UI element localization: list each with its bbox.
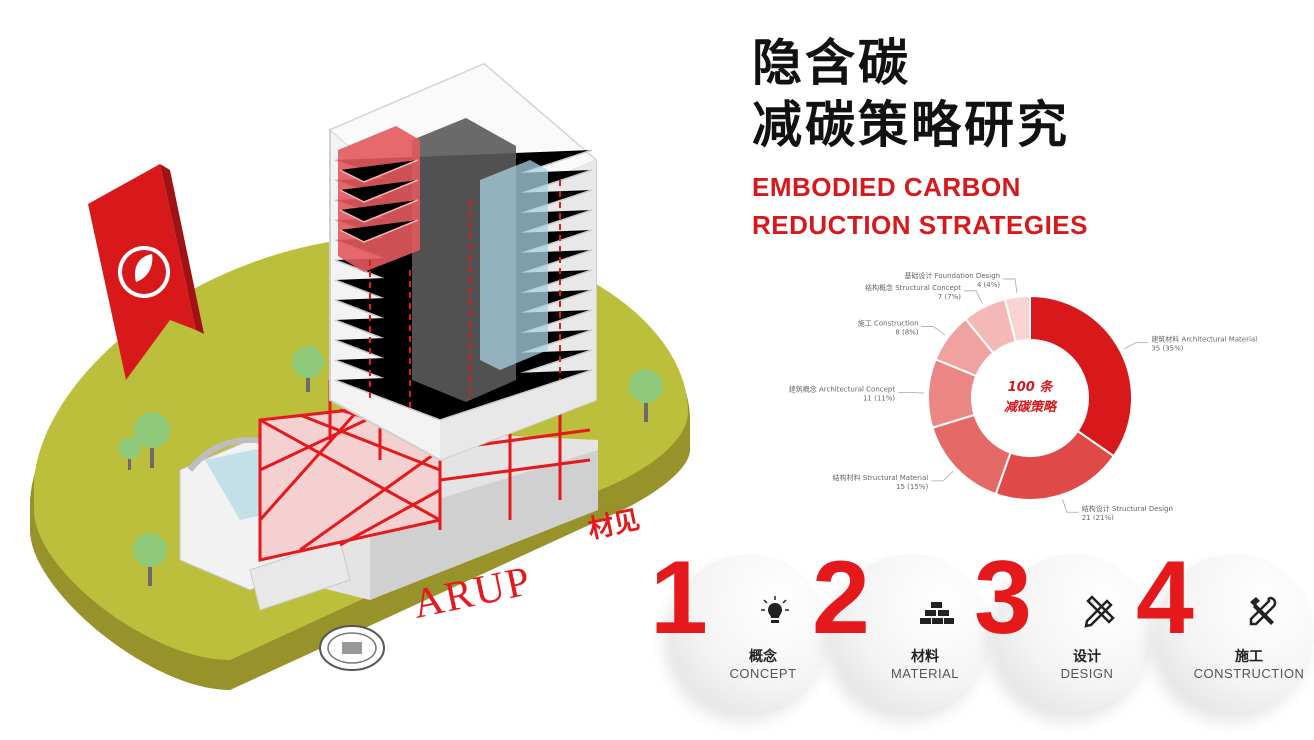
step-label-en: MATERIAL [890,666,960,681]
donut-leader-line [1062,498,1079,513]
step-label-en: DESIGN [1060,666,1114,681]
step-label-zh: 材料 [911,649,939,665]
donut-segment [1003,294,1031,344]
step-number: 3 [974,540,1032,656]
donut-segment-value: 15 (15%) [896,483,928,491]
donut-leader-line [1003,278,1018,293]
step-label-en: CONSTRUCTION [1193,666,1305,681]
step-number: 1 [650,540,708,656]
step-number: 2 [812,540,870,656]
donut-leader-line [931,470,954,482]
bricks-icon [920,602,954,624]
donut-segment-label: 施工 Construction [858,319,919,328]
donut-leader-line [964,290,983,304]
donut-segment-value: 11 (11%) [863,394,895,402]
donut-segment-label: 结构概念 Structural Concept [865,283,961,292]
donut-segment-label: 建筑概念 Architectural Concept [789,384,896,393]
step-label-en: CONCEPT [729,666,797,681]
tree [629,369,663,422]
step-material: 2 材料 MATERIAL [812,546,990,712]
title-zh-line1: 隐含碳 [752,34,911,92]
donut-segment-value: 35 (35%) [1151,344,1183,352]
step-number: 4 [1136,540,1194,656]
donut-segment-label: 基础设计 Foundation Design [904,271,1000,280]
donut-center-count: 100 条 [1008,379,1055,395]
title-zh-line2: 减碳策略研究 [752,96,1070,154]
lightbulb-icon [761,596,789,623]
title-en-line1: EMBODIED CARBON [752,172,1021,202]
step-disc [832,554,990,712]
donut-center-label: 减碳策略 [1004,399,1058,415]
donut-segment [1029,294,1133,458]
building-illustration [30,62,690,691]
donut-segment [931,413,1012,496]
donut-segment-value: 7 (7%) [938,293,962,301]
step-concept: 1 概念 CONCEPT [650,546,828,712]
donut-segment-label: 建筑材料 Architectural Material [1151,334,1257,343]
donut-segment-value: 4 (4%) [977,281,1001,289]
step-label-zh: 施工 [1235,649,1263,665]
hammer-wrench-icon [1249,596,1277,626]
pencil-ruler-icon [1084,595,1115,628]
donut-segment-value: 8 (8%) [895,329,919,337]
step-label-zh: 设计 [1073,649,1101,665]
step-design: 3 设计 DESIGN [974,546,1152,712]
seal-logo [319,625,385,671]
step-disc [994,554,1152,712]
donut-leader-line [921,326,946,336]
step-disc [670,554,828,712]
donut-leader-line [898,392,925,394]
step-label-zh: 概念 [749,649,777,665]
tree [133,533,167,586]
step-disc [1156,554,1314,712]
donut-segment-label: 结构材料 Structural Material [833,473,929,482]
donut-leader-line [1123,341,1149,350]
tower [329,62,597,462]
step-construction: 4 施工 CONSTRUCTION [1136,546,1314,712]
donut-segment-label: 结构设计 Structural Design [1082,504,1173,513]
donut-segment-value: 21 (21%) [1082,514,1114,520]
tree [134,412,170,468]
carbon-flag-sign [88,164,204,380]
tree [292,346,324,392]
tree [119,437,141,470]
title-en-line2: REDUCTION STRATEGIES [752,210,1088,240]
